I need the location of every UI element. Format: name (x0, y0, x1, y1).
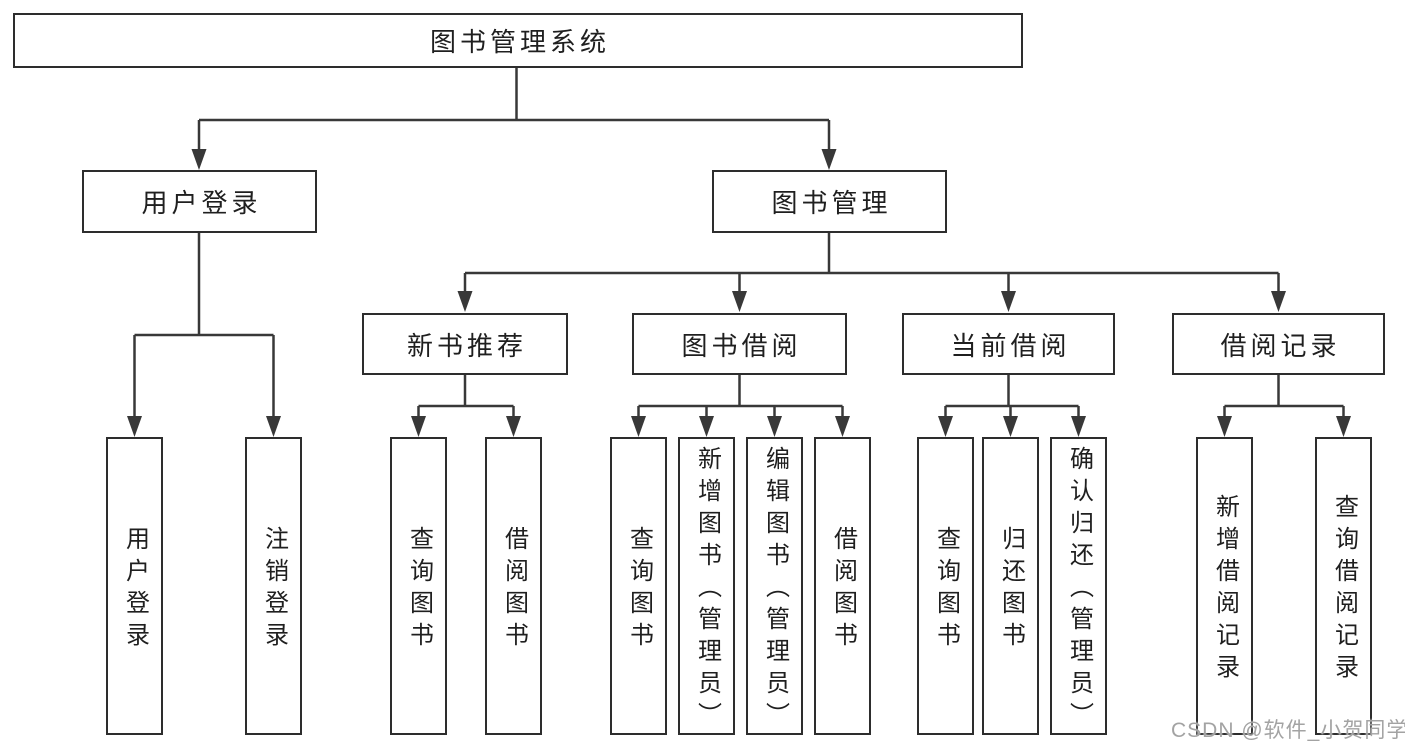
node-user-login: 用户登录 (82, 170, 317, 233)
csdn-watermark: CSDN @软件_小贺同学 (1171, 719, 1405, 742)
node-book-management: 图书管理 (712, 170, 947, 233)
node-new-book-recommend: 新书推荐 (362, 313, 568, 375)
node-user-login-label: 用户登录 (141, 188, 262, 218)
leaf-confirm-return-admin: 确认归还（管理员） (1050, 437, 1107, 735)
leaf-query-books-current: 查询图书 (917, 437, 974, 735)
leaf-query-books-borrow: 查询图书 (610, 437, 667, 735)
leaf-add-books-admin: 新增图书（管理员） (678, 437, 735, 735)
node-library-system-label: 图书管理系统 (429, 27, 610, 57)
node-current-borrow-label: 当前借阅 (950, 330, 1071, 361)
leaf-logout-login: 注销登录 (245, 437, 302, 735)
leaf-borrow-books: 借阅图书 (814, 437, 871, 735)
leaf-query-borrow-record: 查询借阅记录 (1315, 437, 1372, 735)
leaf-edit-books-admin: 编辑图书（管理员） (746, 437, 803, 735)
leaf-return-books: 归还图书 (982, 437, 1039, 735)
node-current-borrow: 当前借阅 (902, 313, 1115, 375)
node-book-management-label: 图书管理 (771, 188, 892, 218)
arrowheads (127, 149, 1351, 437)
node-book-borrow: 图书借阅 (632, 313, 847, 375)
node-borrow-records: 借阅记录 (1172, 313, 1385, 375)
node-book-borrow-label: 图书借阅 (681, 330, 802, 361)
node-library-system: 图书管理系统 (13, 13, 1023, 68)
node-new-book-recommend-label: 新书推荐 (406, 330, 527, 361)
leaf-add-borrow-record: 新增借阅记录 (1196, 437, 1253, 735)
leaf-user-login: 用户登录 (106, 437, 163, 735)
node-borrow-records-label: 借阅记录 (1220, 330, 1341, 361)
leaf-query-books-recommend: 查询图书 (390, 437, 447, 735)
leaf-borrow-books-recommend: 借阅图书 (485, 437, 542, 735)
